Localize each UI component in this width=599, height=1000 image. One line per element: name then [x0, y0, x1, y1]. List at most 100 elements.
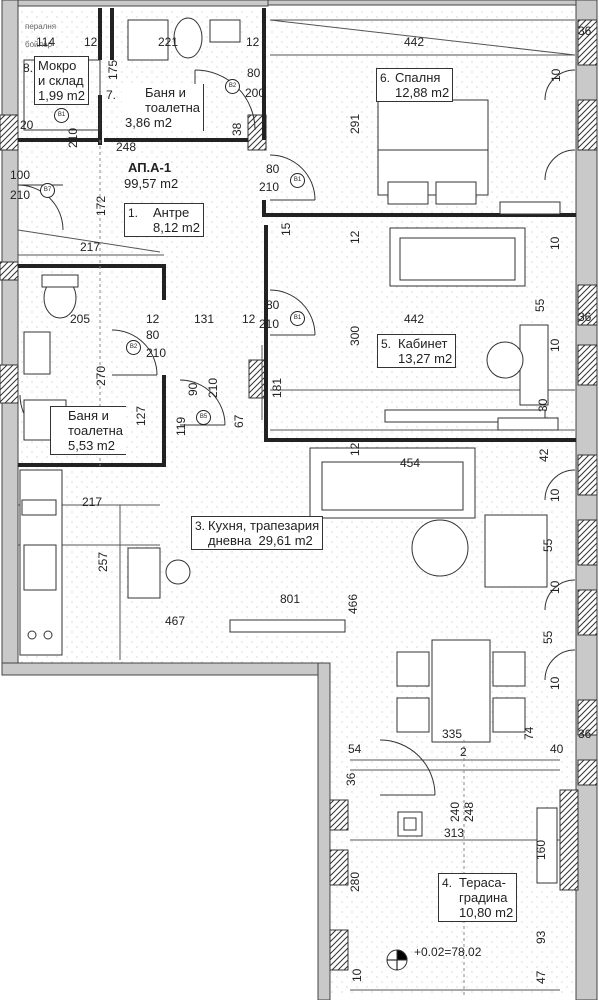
- dimension: 313: [444, 826, 465, 840]
- sofa-office: [389, 227, 526, 287]
- dimension: 335: [442, 727, 463, 741]
- room-number: 3.: [195, 519, 206, 533]
- dimension: 55: [541, 538, 555, 552]
- room-number: 7.: [106, 88, 117, 102]
- dimension: 210: [146, 346, 167, 360]
- dimension: 200: [245, 86, 266, 100]
- room-number: 2.: [49, 393, 50, 408]
- dimension: 181: [270, 377, 284, 398]
- room-name-line: тоалетна: [145, 100, 201, 115]
- bed: [377, 99, 561, 215]
- dimension: 80: [266, 298, 280, 312]
- dimension: 210: [259, 180, 280, 194]
- dimension: 12: [146, 312, 160, 326]
- dimension: 280: [348, 871, 362, 892]
- dimension: 20: [20, 118, 34, 132]
- door-tag: B1: [290, 173, 305, 188]
- dimension: 38: [230, 122, 244, 136]
- door-tag: B5: [196, 410, 211, 425]
- top-left-label-1: пералня: [25, 22, 57, 31]
- dimension: 210: [10, 188, 31, 202]
- apartment-name: АП.А-1: [128, 160, 172, 175]
- dimension: 210: [259, 317, 280, 331]
- dimension: 100: [10, 168, 31, 182]
- dimension: 40: [550, 742, 564, 756]
- door-tag: B7: [40, 183, 55, 198]
- room-name-line: Кабинет: [398, 336, 448, 351]
- room-name-line: дневна: [208, 533, 252, 548]
- room-name-line: Баня и: [68, 408, 109, 423]
- dimension: 54: [348, 742, 362, 756]
- room-name-line: градина: [459, 890, 508, 905]
- level-mark: +0.02=78.02: [414, 945, 482, 959]
- dimension: 466: [346, 593, 360, 614]
- room-terasa-label: 4. Тераса- градина 10,80 m2: [438, 873, 518, 922]
- dimension: 74: [522, 726, 536, 740]
- sofa-living: [229, 447, 548, 633]
- dimension: 10: [548, 676, 562, 690]
- room-name-line: Спалня: [395, 70, 441, 85]
- room-banya-7-label: 7. Баня и тоалетна 3,86 m2: [106, 84, 205, 131]
- dimension: 93: [534, 930, 548, 944]
- dimension: 119: [174, 416, 188, 436]
- dimension: 454: [400, 456, 421, 470]
- apartment-area: 99,57 m2: [124, 176, 179, 191]
- dimension: 47: [534, 970, 548, 984]
- dimension: 55: [541, 630, 555, 644]
- dimension: 217: [82, 495, 103, 509]
- room-name-line: Кухня, трапезария: [208, 518, 320, 533]
- room-kuhnya-label: 3. Кухня, трапезария дневна 29,61 m2: [191, 516, 324, 550]
- dimension: 175: [106, 59, 120, 80]
- desk: [384, 324, 559, 431]
- dimension: 12: [84, 35, 98, 49]
- dimension: 248: [116, 140, 137, 154]
- dimension: 36: [578, 727, 592, 741]
- dimension: 90: [186, 382, 200, 396]
- dimension: 291: [348, 113, 362, 134]
- room-area: 8,12 m2: [153, 220, 200, 235]
- room-name-line: и склад: [38, 73, 84, 88]
- dimension: 10: [548, 236, 562, 250]
- hatched-walls: [0, 19, 598, 971]
- dimension: 36: [344, 772, 358, 786]
- room-area: 10,80 m2: [459, 905, 514, 920]
- dimension: 210: [206, 377, 220, 398]
- door-tag: B1: [290, 311, 305, 326]
- dimension: 80: [146, 328, 160, 342]
- room-number: 6.: [380, 71, 391, 85]
- dimension: 131: [194, 312, 215, 326]
- dimension: 160: [534, 839, 548, 860]
- dimension: 205: [70, 312, 91, 326]
- dimension: 248: [462, 801, 476, 822]
- dimension: 67: [232, 414, 246, 428]
- room-name-line: тоалетна: [68, 423, 124, 438]
- room-name-row: дневна 29,61 m2: [208, 533, 319, 548]
- dimension: 10: [549, 68, 563, 82]
- room-area: 5,53 m2: [68, 438, 115, 453]
- dimension: 2: [460, 745, 467, 759]
- dimension: 12: [348, 230, 362, 244]
- dimension: 172: [94, 195, 108, 216]
- dimension: 114: [36, 35, 56, 49]
- room-area: 3,86 m2: [125, 115, 172, 130]
- room-number: 1.: [128, 206, 139, 220]
- dimension: 30: [536, 398, 550, 412]
- room-mokro-label: 8. Мокро и склад 1,99 m2: [23, 56, 89, 105]
- room-name-line: Баня и: [145, 85, 186, 100]
- dimension: 467: [165, 614, 186, 628]
- dimension: 36: [578, 310, 592, 324]
- room-area: 1,99 m2: [38, 88, 85, 103]
- dimension: 10: [350, 968, 364, 982]
- room-kabinet-label: 5. Кабинет 13,27 m2: [377, 334, 457, 368]
- dimension: 12: [246, 35, 260, 49]
- dimension: 80: [266, 162, 280, 176]
- dimension: 36: [578, 24, 592, 38]
- room-number: 8.: [23, 61, 34, 75]
- top-left-label-2: бойлер: [25, 40, 53, 49]
- dimension: 801: [280, 592, 301, 606]
- kitchen: [19, 469, 191, 656]
- terrace-items: [386, 807, 558, 971]
- room-area: 29,61 m2: [258, 533, 313, 548]
